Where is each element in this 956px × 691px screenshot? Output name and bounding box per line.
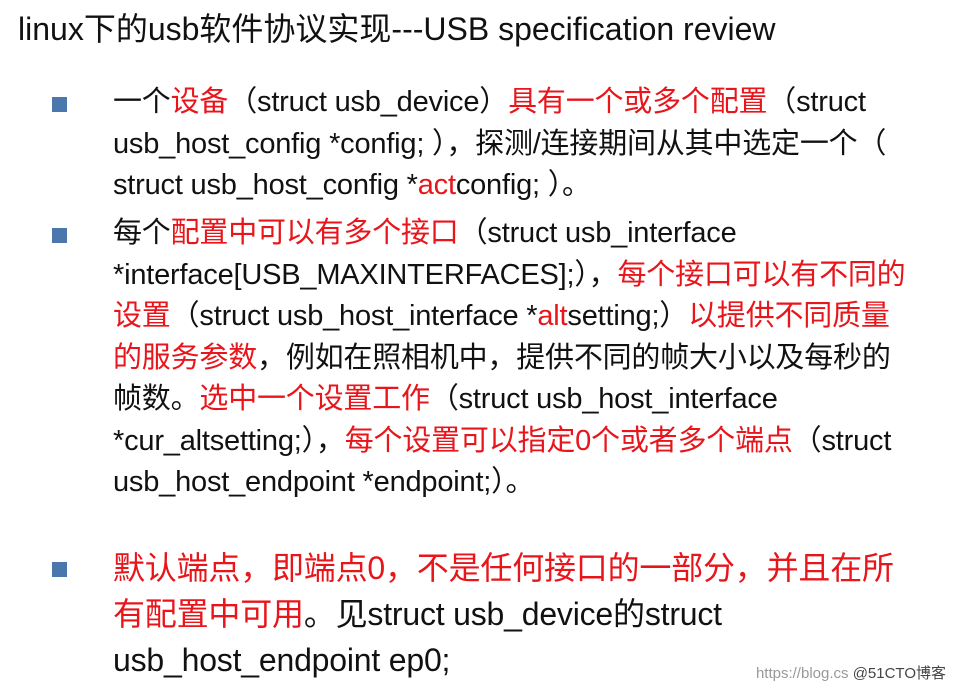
text-segment: （struct usb_device） (228, 86, 509, 118)
highlight-segment: 具有一个或多个配置 (508, 86, 768, 118)
text-segment: setting;） (567, 300, 689, 332)
text-segment: ，例如在照相机中，提供不同的帧大小以及每秒的帧数。 (113, 341, 891, 416)
highlight-segment: 以提供不同质量的服务参数 (113, 300, 890, 374)
highlight-segment: act (417, 169, 456, 201)
watermark: https://blog.cs @51CTO博客 (756, 662, 946, 683)
text-segment: 一个 (113, 86, 171, 118)
highlight-segment: alt (537, 300, 568, 332)
text-segment: （struct usb_interface *interface[USB_MAX… (113, 217, 737, 291)
highlight-segment: 设备 (170, 86, 229, 118)
bullet-marker-1 (52, 97, 67, 112)
text-segment: （struct usb_host_interface *cur_altsetti… (113, 383, 778, 457)
watermark-url: https://blog.cs (755, 665, 849, 682)
highlight-segment: 选中一个设置工作 (199, 383, 430, 415)
text-segment: config; ）。 (455, 169, 591, 201)
bullet-marker-3 (52, 562, 67, 577)
bullet-marker-2 (52, 228, 67, 243)
slide-title: linux下的usb软件协议实现---USB specification rev… (18, 11, 776, 47)
text-segment: （struct usb_host_config *config; ），探测/连接… (113, 86, 887, 201)
bullet-paragraph-1: 一个设备（struct usb_device）具有一个或多个配置（struct … (113, 82, 913, 207)
watermark-brand: @51CTO博客 (852, 665, 946, 682)
text-segment: 每个 (113, 217, 171, 249)
highlight-segment: 配置中可以有多个接口 (170, 217, 459, 249)
highlight-segment: 默认端点，即端点0，不是任何接口的一部分，并且在所有配置中可用 (113, 550, 894, 632)
highlight-segment: 每个接口可以有不同的设置 (113, 258, 906, 333)
highlight-segment: 每个设置可以指定0个或者多个端点 (344, 424, 793, 457)
text-segment: （struct usb_host_interface * (170, 300, 538, 332)
bullet-paragraph-3: 默认端点，即端点0，不是任何接口的一部分，并且在所有配置中可用。见struct … (113, 545, 913, 683)
text-segment: （struct usb_host_endpoint *endpoint;）。 (113, 424, 892, 499)
text-segment: 。见struct usb_device的struct usb_host_endp… (113, 596, 722, 678)
bullet-paragraph-2: 每个配置中可以有多个接口（struct usb_interface *inter… (113, 213, 913, 504)
